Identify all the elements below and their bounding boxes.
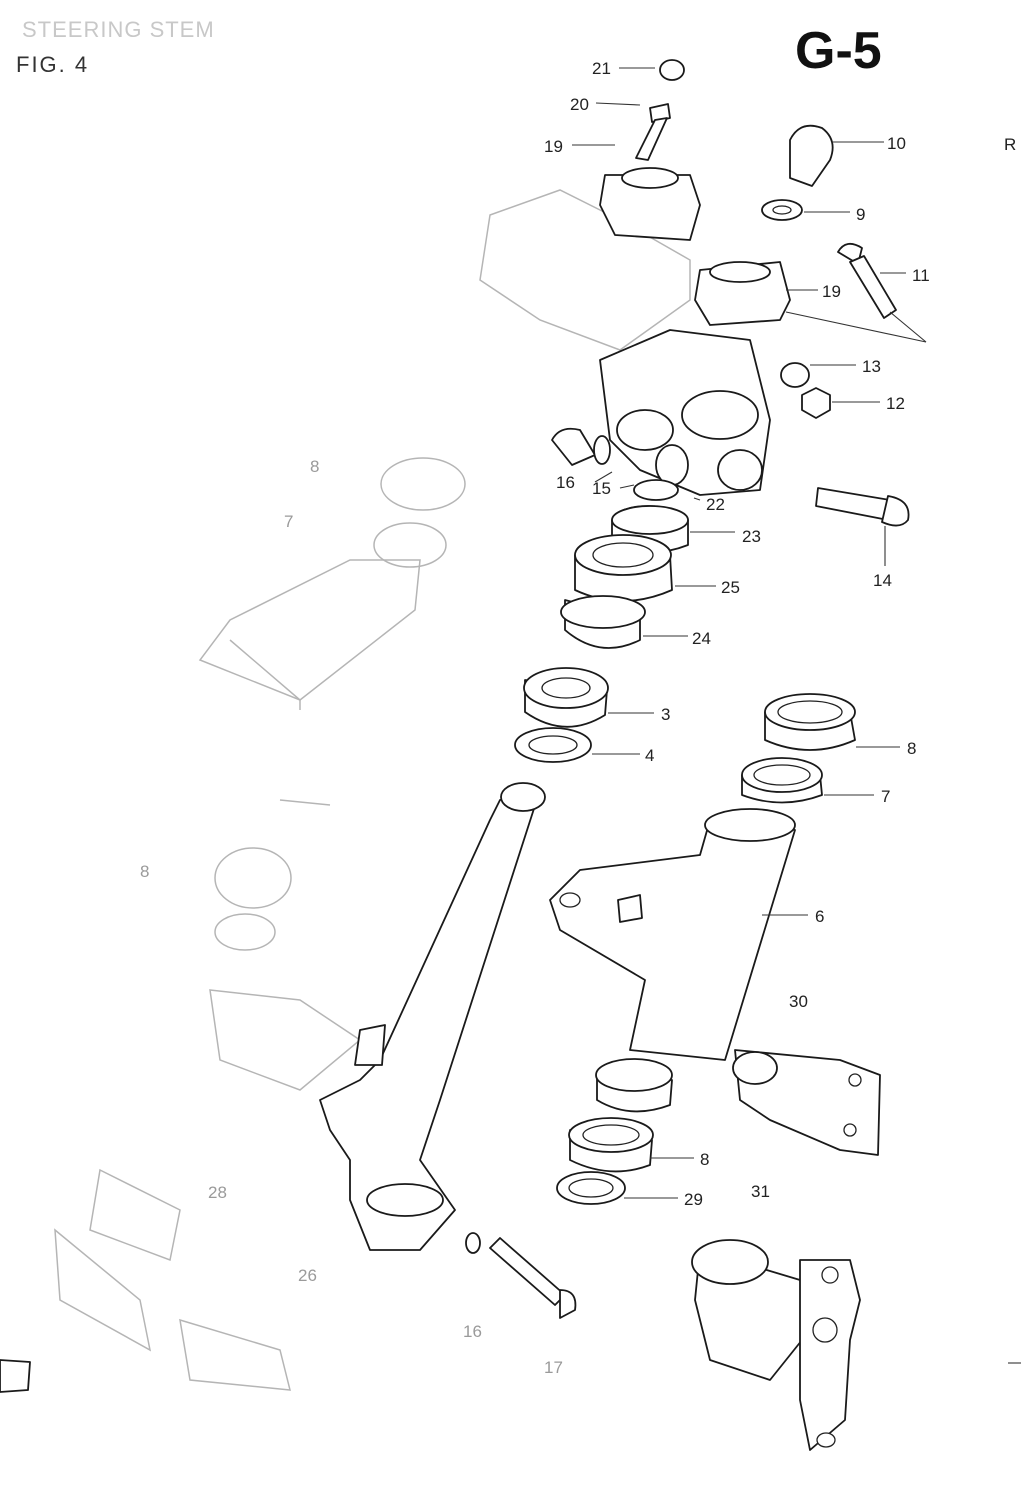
callout-31: 31 [751,1182,770,1201]
callout-13: 13 [862,357,881,376]
callout-17: 17 [544,1358,563,1377]
callout-24: 24 [692,629,711,648]
callout-19-right: 19 [822,282,841,301]
callout-11: 11 [912,266,930,285]
leader-lines [572,67,927,1199]
callout-8: 8 [907,739,916,758]
callout-9: 9 [856,205,865,224]
callout-10: 10 [887,134,906,153]
callout-3: 3 [661,705,670,724]
section-title: STEERING STEM [22,17,215,42]
callout-4: 4 [645,746,654,765]
edge-fragment [0,1359,31,1393]
callout-16-lower: 16 [463,1322,482,1341]
lower-right-parts [556,1049,881,1451]
callout-26: 26 [298,1266,317,1285]
callout-8-lower: 8 [700,1150,709,1169]
headlight-bracket [549,693,856,1061]
callout-21: 21 [592,59,611,78]
callout-29: 29 [684,1190,703,1209]
section-code: G-5 [795,22,882,80]
callout-6: 6 [815,907,824,926]
callout-22: 22 [706,495,725,514]
margin-mark: R [1004,135,1016,154]
callout-25: 25 [721,578,740,597]
callout-30: 30 [789,992,808,1011]
callout-23: 23 [742,527,761,546]
figure-label: FIG. 4 [16,52,89,77]
callout-7-ghost: 7 [284,512,293,531]
callout-16: 16 [556,473,575,492]
callout-28: 28 [208,1183,227,1202]
callout-labels: 21 20 19 10 9 11 19 13 12 16 15 22 23 14… [140,59,930,1377]
callout-14: 14 [873,571,892,590]
callout-7: 7 [881,787,890,806]
callout-20: 20 [570,95,589,114]
callout-12: 12 [886,394,905,413]
faint-ghost-assembly [54,457,466,1391]
callout-8-ghost: 8 [310,457,319,476]
callout-8-ghost-lower: 8 [140,862,149,881]
callout-19-top: 19 [544,137,563,156]
lower-bracket-stem [319,782,577,1319]
callout-15: 15 [592,479,611,498]
upper-bracket [479,59,910,527]
bearing-stack [514,479,689,763]
